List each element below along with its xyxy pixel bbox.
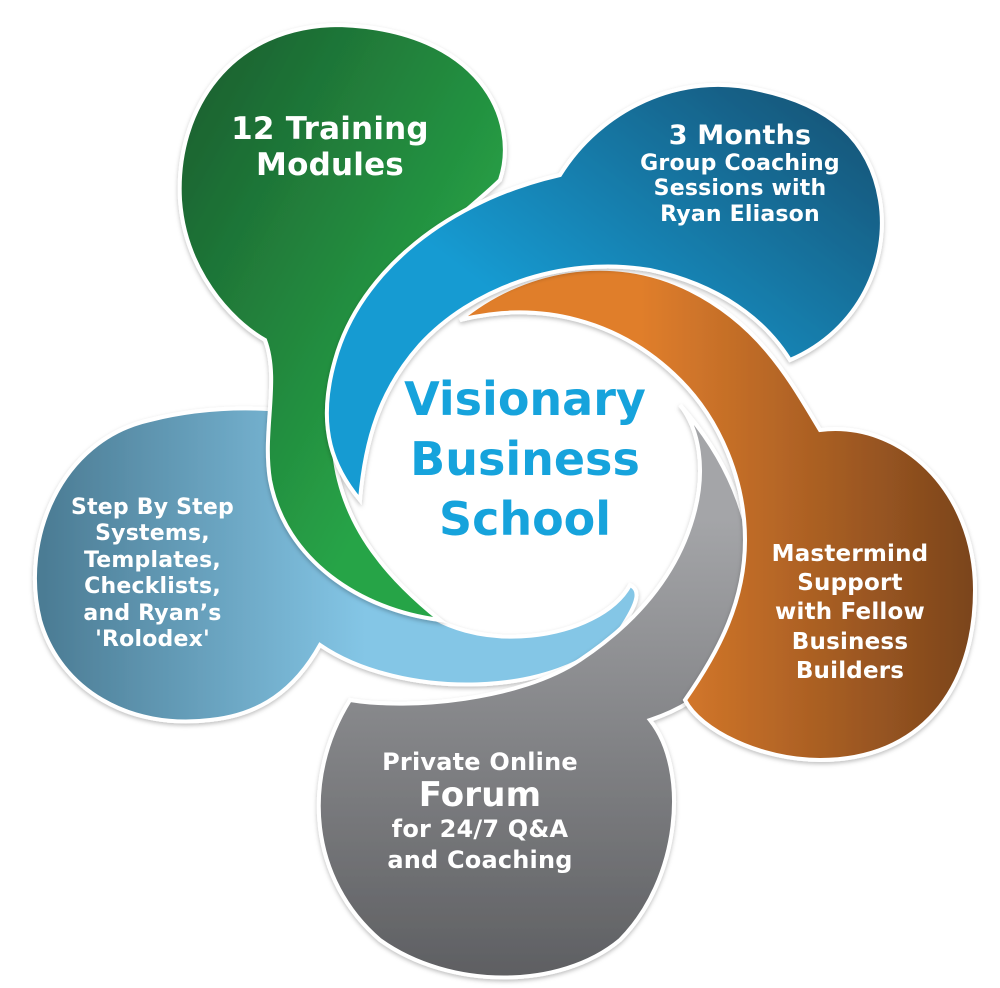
label-line: 12 Training bbox=[231, 111, 429, 147]
label-line: Ryan Eliason bbox=[660, 201, 820, 227]
center-title: Visionary Business School bbox=[380, 370, 670, 549]
label-line: Mastermind bbox=[771, 541, 929, 567]
label-line: Step By Step bbox=[71, 495, 234, 520]
petal-mastermind bbox=[458, 266, 978, 763]
center-title-line: School bbox=[438, 491, 612, 546]
label-mastermind: Mastermind Support with Fellow Business … bbox=[745, 540, 955, 686]
label-line: Sessions with bbox=[653, 176, 827, 202]
center-title-line: Business bbox=[410, 431, 640, 486]
label-line: Business bbox=[791, 628, 909, 655]
label-systems: Step By Step Systems, Templates, Checkli… bbox=[45, 495, 260, 653]
label-line: with Fellow bbox=[775, 599, 925, 626]
label-line: Support bbox=[797, 570, 903, 597]
label-line: Systems, bbox=[95, 521, 210, 547]
label-forum: Private Online Forum for 24/7 Q&A and Co… bbox=[345, 747, 615, 876]
label-line: Private Online bbox=[382, 748, 578, 776]
label-coaching: 3 Months Group Coaching Sessions with Ry… bbox=[615, 120, 865, 227]
label-line: Group Coaching bbox=[640, 151, 840, 177]
label-line: for 24/7 Q&A bbox=[391, 814, 569, 843]
label-line: 'Rolodex' bbox=[95, 626, 210, 652]
petal-coaching bbox=[324, 82, 884, 506]
petal-training bbox=[177, 22, 507, 623]
label-line: and Coaching bbox=[387, 846, 573, 875]
label-line: Templates, bbox=[84, 547, 221, 573]
center-title-line: Visionary bbox=[404, 372, 646, 426]
label-training: 12 Training Modules bbox=[205, 111, 455, 183]
label-line: 3 Months bbox=[668, 120, 812, 151]
label-line: Builders bbox=[795, 657, 905, 684]
label-line: and Ryan’s bbox=[83, 600, 222, 626]
label-line: Checklists, bbox=[84, 574, 221, 600]
label-line: Forum bbox=[418, 775, 542, 816]
label-line: Modules bbox=[256, 146, 404, 183]
